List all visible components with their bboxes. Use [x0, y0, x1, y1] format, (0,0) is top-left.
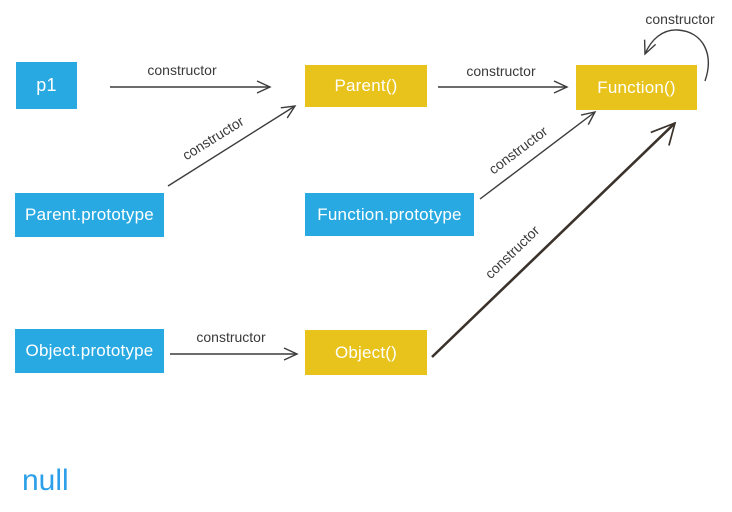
node-parent-function-label: Parent(): [334, 76, 398, 95]
node-function-function: Function(): [576, 65, 697, 110]
arrow-function-prototype-to-function: [479, 110, 597, 200]
edge-label-function-self-loop: constructor: [645, 11, 715, 27]
node-parent-function: Parent(): [305, 65, 427, 107]
edge-label-p1-to-parent: constructor: [147, 62, 217, 78]
arrow-parent-prototype-to-parent: [167, 105, 297, 187]
arrow-object-to-function: [431, 121, 677, 358]
node-p1: p1: [16, 62, 77, 109]
node-object-function: Object(): [305, 330, 427, 375]
null-text: null: [22, 464, 69, 497]
edge-label-object-prototype-to-object: constructor: [196, 329, 266, 345]
node-function-prototype-label: Function.prototype: [317, 204, 462, 224]
node-parent-prototype: Parent.prototype: [15, 193, 164, 237]
node-function-function-label: Function(): [597, 77, 676, 97]
node-p1-label: p1: [36, 75, 57, 95]
node-object-function-label: Object(): [334, 342, 398, 362]
node-function-prototype: Function.prototype: [305, 193, 474, 236]
edge-label-parent-to-function: constructor: [466, 63, 536, 79]
node-parent-prototype-label: Parent.prototype: [25, 205, 154, 224]
arrow-function-self-loop: [643, 29, 709, 82]
node-object-prototype-label: Object.prototype: [25, 341, 154, 360]
node-object-prototype: Object.prototype: [15, 329, 164, 373]
